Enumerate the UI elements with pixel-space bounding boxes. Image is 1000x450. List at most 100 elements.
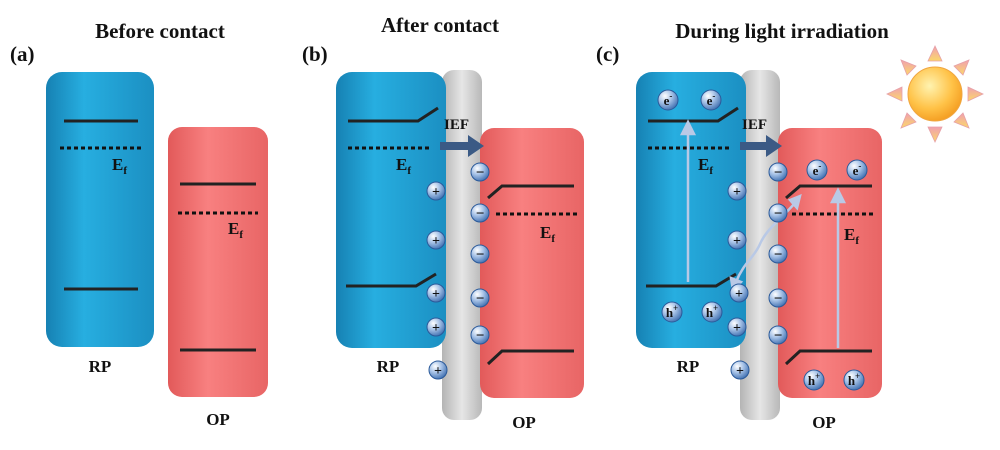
panel-b-letter: (b) <box>302 42 328 66</box>
negative-charge: − <box>768 244 788 264</box>
negative-charge: − <box>470 203 490 223</box>
arrow-right-icon <box>440 135 484 157</box>
negative-charge: − <box>768 288 788 308</box>
electron: e- <box>806 159 828 181</box>
positive-charges: + + + + + <box>727 181 750 380</box>
svg-text:−: − <box>476 291 485 307</box>
panel-c: (c) During light irradiation Ef RP Ef OP… <box>596 19 984 432</box>
op-fermi-label: Ef <box>540 223 555 245</box>
positive-charge: + <box>727 181 747 201</box>
op-valence-band <box>486 349 574 366</box>
svg-text:−: − <box>476 328 485 344</box>
svg-text:h+: h+ <box>666 303 678 320</box>
negative-charges: − − − − − <box>470 162 490 345</box>
positive-charge: + <box>426 230 446 250</box>
negative-charges: − − − − − <box>768 162 788 345</box>
svg-text:e-: e- <box>664 91 673 108</box>
rp-label: RP <box>677 357 700 376</box>
op-valence-band <box>784 349 872 366</box>
op-block <box>480 128 584 398</box>
rp-valence-band <box>646 272 737 288</box>
positive-charge: + <box>428 360 448 380</box>
svg-text:−: − <box>774 291 783 307</box>
rp-block <box>336 72 446 348</box>
svg-text:−: − <box>774 206 783 222</box>
negative-charge: − <box>768 325 788 345</box>
rp-conduction-band <box>348 106 439 123</box>
panel-a: (a) Before contact Ef RP Ef OP <box>10 19 268 429</box>
ief-label: IEF <box>742 117 767 133</box>
ief-label: IEF <box>444 117 469 133</box>
panel-c-title: During light irradiation <box>675 19 889 43</box>
electron: e- <box>657 89 679 111</box>
negative-charge: − <box>768 203 788 223</box>
svg-text:−: − <box>476 165 485 181</box>
op-block <box>168 127 268 397</box>
positive-charge: + <box>727 230 747 250</box>
rp-conduction-band <box>648 106 739 123</box>
sun-icon <box>886 45 984 143</box>
positive-charge: + <box>727 317 747 337</box>
positive-charge: + <box>729 283 749 303</box>
negative-charge: − <box>470 162 490 182</box>
svg-text:h+: h+ <box>848 371 860 388</box>
svg-text:+: + <box>434 364 442 379</box>
hole: h+ <box>843 369 865 391</box>
op-conduction-band <box>785 184 872 200</box>
svg-text:−: − <box>774 165 783 181</box>
rp-valence-band <box>346 272 437 288</box>
svg-text:+: + <box>735 287 743 302</box>
panel-a-letter: (a) <box>10 42 35 66</box>
svg-text:+: + <box>733 185 741 200</box>
rp-excitation-arrowhead <box>679 119 697 136</box>
op-block <box>778 128 882 398</box>
positive-charge: + <box>426 283 446 303</box>
positive-charge: + <box>426 317 446 337</box>
svg-text:e-: e- <box>813 161 822 178</box>
svg-text:h+: h+ <box>808 371 820 388</box>
charge-transfer-arrowhead <box>787 193 802 211</box>
arrow-right-icon <box>740 135 782 157</box>
op-label: OP <box>512 413 536 432</box>
rp-block <box>46 72 154 347</box>
svg-text:e-: e- <box>707 91 716 108</box>
negative-charge: − <box>470 325 490 345</box>
op-fermi-label: Ef <box>228 219 243 241</box>
svg-text:+: + <box>736 364 744 379</box>
rp-block <box>636 72 746 348</box>
panel-b-title: After contact <box>381 13 499 37</box>
electron: e- <box>846 159 868 181</box>
rp-label: RP <box>377 357 400 376</box>
positive-charges: + + + + + <box>426 181 448 380</box>
negative-charge: − <box>470 288 490 308</box>
rp-label: RP <box>89 357 112 376</box>
svg-text:+: + <box>432 185 440 200</box>
svg-text:+: + <box>733 321 741 336</box>
svg-text:+: + <box>432 234 440 249</box>
electron: e- <box>700 89 722 111</box>
rp-fermi-label: Ef <box>112 155 127 177</box>
positive-charge: + <box>426 181 446 201</box>
rp-fermi-label: Ef <box>396 155 411 177</box>
svg-text:e-: e- <box>853 161 862 178</box>
svg-text:h+: h+ <box>706 303 718 320</box>
positive-charge: + <box>730 360 750 380</box>
svg-text:−: − <box>774 247 783 263</box>
op-conduction-band <box>487 184 574 200</box>
op-label: OP <box>812 413 836 432</box>
svg-text:−: − <box>476 247 485 263</box>
op-fermi-label: Ef <box>844 225 859 247</box>
hole: h+ <box>803 369 825 391</box>
panel-b: (b) After contact Ef RP Ef OP IEF + + + … <box>302 13 584 432</box>
hole: h+ <box>701 301 723 323</box>
svg-text:+: + <box>432 321 440 336</box>
op-excitation-arrowhead <box>829 187 847 204</box>
svg-text:−: − <box>774 328 783 344</box>
panel-a-title: Before contact <box>95 19 225 43</box>
negative-charge: − <box>768 162 788 182</box>
negative-charge: − <box>470 244 490 264</box>
op-label: OP <box>206 410 230 429</box>
rp-fermi-label: Ef <box>698 155 713 177</box>
svg-text:−: − <box>476 206 485 222</box>
